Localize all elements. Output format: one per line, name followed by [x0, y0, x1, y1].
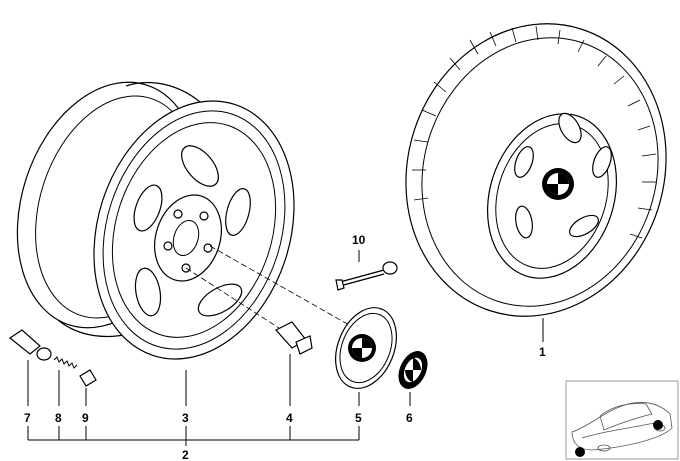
hub-cap-drawing[interactable]: [324, 299, 407, 398]
callout-9: 9: [82, 411, 89, 425]
callout-10: 10: [352, 233, 366, 247]
callout-1: 1: [539, 345, 546, 359]
valve-spring-drawing[interactable]: [53, 356, 78, 369]
car-outline-icon: [571, 402, 673, 452]
callout-8: 8: [55, 411, 62, 425]
emblem-drawing[interactable]: [393, 346, 433, 393]
callout-2: 2: [182, 448, 189, 461]
car-location-thumbnail: [565, 380, 679, 460]
callout-6: 6: [406, 411, 413, 425]
callout-4: 4: [286, 411, 293, 425]
valve-stem-drawing[interactable]: [8, 329, 52, 361]
leader-lines: [27, 250, 544, 446]
wheel-rim-drawing[interactable]: [0, 59, 326, 386]
wheel-bolt-drawing[interactable]: [275, 321, 313, 355]
lock-tool-drawing[interactable]: [335, 261, 398, 291]
rear-wheel-marker: [653, 420, 663, 430]
front-wheel-marker: [575, 447, 585, 457]
assembly-guide-lines: [185, 245, 359, 331]
tire-wheel-drawing[interactable]: [369, 0, 680, 350]
callout-7: 7: [24, 411, 31, 425]
callout-3: 3: [182, 411, 189, 425]
callout-5: 5: [355, 411, 362, 425]
valve-cap-drawing[interactable]: [79, 369, 97, 387]
